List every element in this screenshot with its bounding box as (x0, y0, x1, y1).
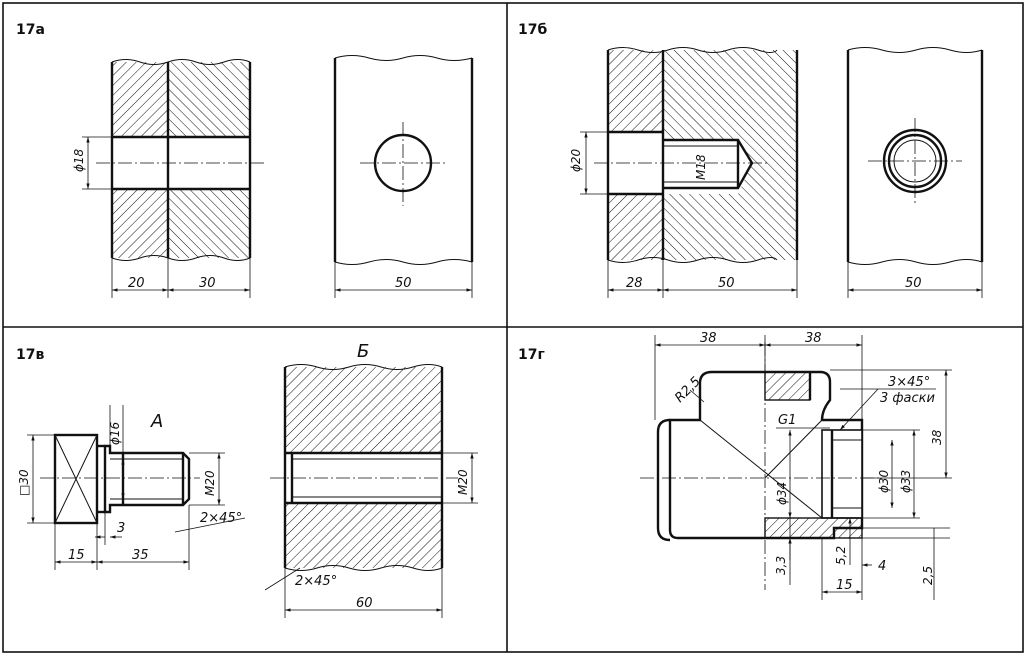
dim-17g-chamfer-note: 3 фаски (880, 391, 935, 406)
dim-17g-d25: 2,5 (921, 566, 935, 585)
dim-17g-dia33: ϕ33 (899, 470, 913, 493)
panel-17v: 17в А □30 ϕ16 (16, 341, 478, 618)
dim-17v-sixty: 60 (356, 596, 373, 611)
panel-17g: 17г 38 (518, 331, 952, 600)
label-b: Б (357, 341, 369, 362)
dim-17g-g1: G1 (778, 413, 796, 428)
dim-17b-thread: M18 (694, 154, 708, 180)
view-17b: 50 (846, 47, 984, 298)
dim-17v-chamfer-a: 2×45° (200, 511, 242, 526)
dim-17g-d4: 4 (878, 559, 886, 574)
panel-title-17a: 17а (16, 22, 45, 38)
dim-17b-left: 28 (626, 276, 643, 291)
dim-17g-dia34: ϕ34 (775, 482, 789, 505)
dim-17g-d15: 15 (836, 578, 853, 593)
dim-17a-right: 30 (199, 276, 216, 291)
dim-17b-mid: 50 (718, 276, 735, 291)
dim-17g-d52: 5,2 (834, 546, 848, 565)
dim-17b-plate: 50 (905, 276, 922, 291)
dim-17b-dia: ϕ20 (569, 148, 583, 172)
dim-17a-plate: 50 (395, 276, 412, 291)
dim-17g-dia30: ϕ30 (877, 469, 891, 493)
panel-17b: 17б M18 ϕ20 (518, 22, 984, 298)
dim-17v-thirtyfive: 35 (132, 548, 149, 563)
dim-17a-left: 20 (128, 276, 145, 291)
section-17a: ϕ18 20 30 (72, 59, 266, 298)
dim-17g-top-right: 38 (805, 331, 822, 346)
panel-17a: 17а ϕ18 20 30 (16, 22, 474, 298)
section-17b: M18 ϕ20 28 50 (569, 47, 799, 298)
view-17a: 50 (333, 55, 474, 298)
label-a: А (150, 411, 163, 432)
dim-17g-top-left: 38 (700, 331, 717, 346)
dim-17v-m20a: M20 (203, 470, 217, 496)
dim-17v-dia16: ϕ16 (108, 421, 122, 445)
bolt-part-a: А □30 ϕ16 M20 (17, 405, 246, 570)
dim-17v-m20b: M20 (456, 469, 470, 495)
dim-17v-fifteen: 15 (68, 548, 85, 563)
dim-17v-square: □30 (17, 469, 31, 496)
dim-17g-d33: 3,3 (774, 556, 788, 575)
panel-title-17v: 17в (16, 347, 44, 363)
dim-17a-dia: ϕ18 (72, 148, 86, 172)
panel-title-17b: 17б (518, 22, 547, 38)
dim-17g-right38: 38 (930, 429, 944, 445)
dim-17g-chamfer: 3×45° (888, 375, 930, 390)
tee-fitting: 38 38 R2,5 G1 3×45° 3 фаски 38 ϕ34 ϕ30 ϕ… (640, 331, 952, 600)
nut-part-b: Б M20 2×45° 60 (264, 341, 478, 618)
panel-title-17g: 17г (518, 347, 545, 363)
dim-17v-chamfer-b: 2×45° (295, 574, 337, 589)
dim-17v-three: 3 (117, 521, 125, 536)
